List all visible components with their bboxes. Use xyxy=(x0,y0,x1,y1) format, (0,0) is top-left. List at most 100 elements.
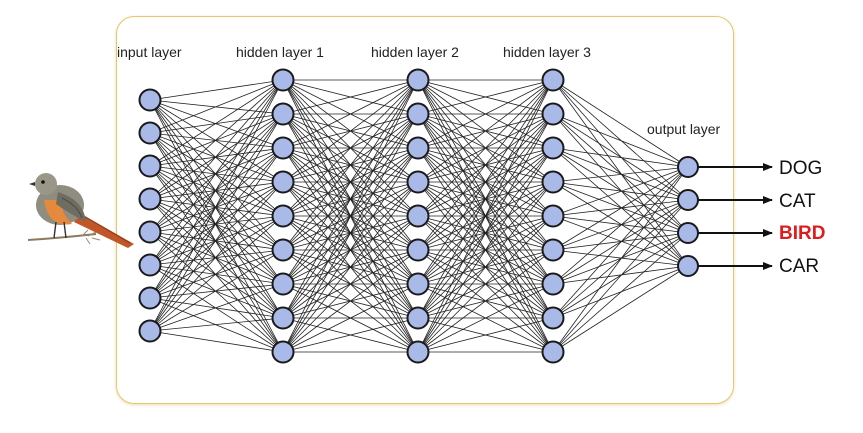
output-layer-label: output layer xyxy=(647,121,721,137)
connection-input-2-hidden1-2 xyxy=(149,147,284,167)
connection-hidden3-5-output-3 xyxy=(552,249,689,267)
connection-input-2-hidden1-3 xyxy=(149,165,284,183)
input-layer-label: input layer xyxy=(117,44,182,60)
connection-input-7-hidden1-5 xyxy=(149,249,284,332)
connection-input-0-hidden1-1 xyxy=(149,99,284,115)
connection-hidden1-8-hidden2-2 xyxy=(282,147,419,353)
connection-input-4-hidden1-0 xyxy=(149,79,284,233)
output-label-cat: CAT xyxy=(779,191,816,212)
output-label-bird: BIRD xyxy=(779,223,826,244)
connection-hidden3-5-output-2 xyxy=(552,232,689,251)
connection-hidden2-8-hidden3-4 xyxy=(417,215,554,353)
output-label-dog: DOG xyxy=(779,158,823,179)
connection-hidden2-8-hidden3-5 xyxy=(417,249,554,353)
connection-input-1-hidden1-0 xyxy=(149,79,284,134)
connection-input-1-hidden1-1 xyxy=(149,113,284,134)
connection-input-5-hidden1-7 xyxy=(149,264,284,319)
bird-illustration xyxy=(27,173,134,248)
input-node-3 xyxy=(138,187,162,211)
connection-input-3-hidden1-5 xyxy=(149,198,284,251)
connection-hidden3-7-output-0 xyxy=(552,166,689,319)
connection-hidden3-0-output-2 xyxy=(552,79,689,234)
connection-input-3-hidden1-3 xyxy=(149,181,284,200)
connection-hidden1-1-hidden2-0 xyxy=(282,79,419,115)
connection-input-3-hidden1-6 xyxy=(149,198,284,285)
connection-hidden1-6-hidden2-0 xyxy=(282,79,419,285)
connection-input-5-hidden1-5 xyxy=(149,249,284,266)
connection-input-7-hidden1-1 xyxy=(149,113,284,332)
connection-input-5-hidden1-0 xyxy=(149,79,284,266)
hidden1-node-5 xyxy=(271,238,295,262)
hidden2-node-2 xyxy=(406,136,430,160)
input-node-1 xyxy=(138,121,162,145)
hidden3-node-5 xyxy=(541,238,565,262)
connection-input-0-hidden1-2 xyxy=(149,99,284,149)
hidden3-node-2 xyxy=(541,136,565,160)
hidden2-node-0 xyxy=(406,68,430,92)
connection-hidden1-2-hidden2-0 xyxy=(282,79,419,149)
connection-hidden3-5-output-0 xyxy=(552,166,689,251)
connection-input-3-hidden1-0 xyxy=(149,79,284,200)
connection-input-2-hidden1-7 xyxy=(149,165,284,319)
hidden1-node-3 xyxy=(271,170,295,194)
connection-input-2-hidden1-6 xyxy=(149,165,284,285)
connection-hidden3-3-output-0 xyxy=(552,166,689,183)
connection-hidden2-4-hidden3-0 xyxy=(417,79,554,217)
connection-input-0-hidden1-5 xyxy=(149,99,284,251)
connection-hidden1-8-hidden2-1 xyxy=(282,113,419,353)
connection-hidden2-8-hidden3-3 xyxy=(417,181,554,353)
output-node-3 xyxy=(677,255,699,277)
connection-hidden1-8-hidden2-7 xyxy=(282,317,419,353)
connection-hidden3-2-output-0 xyxy=(552,147,689,168)
connection-input-2-hidden1-0 xyxy=(149,79,284,167)
connection-input-3-hidden1-4 xyxy=(149,198,284,217)
input-node-0 xyxy=(138,88,162,112)
hidden2-node-3 xyxy=(406,170,430,194)
connection-hidden2-8-hidden3-1 xyxy=(417,113,554,353)
connection-input-5-hidden1-8 xyxy=(149,264,284,353)
connection-hidden3-2-output-2 xyxy=(552,147,689,234)
connection-hidden3-8-output-0 xyxy=(552,166,689,353)
connection-input-6-hidden1-0 xyxy=(149,79,284,299)
connection-input-1-hidden1-3 xyxy=(149,132,284,183)
connection-hidden2-8-hidden3-7 xyxy=(417,317,554,353)
connection-hidden1-4-hidden2-0 xyxy=(282,79,419,217)
hidden3-node-6 xyxy=(541,272,565,296)
connection-input-7-hidden1-6 xyxy=(149,283,284,332)
hidden1-node-2 xyxy=(271,136,295,160)
connection-input-1-hidden1-4 xyxy=(149,132,284,217)
connection-hidden1-8-hidden2-0 xyxy=(282,79,419,353)
connection-hidden1-8-hidden2-4 xyxy=(282,215,419,353)
connection-input-4-hidden1-6 xyxy=(149,231,284,285)
connection-input-7-hidden1-4 xyxy=(149,215,284,332)
connection-hidden3-1-output-2 xyxy=(552,113,689,234)
hidden3-node-3 xyxy=(541,170,565,194)
connection-hidden3-1-output-1 xyxy=(552,113,689,201)
connection-input-0-hidden1-3 xyxy=(149,99,284,183)
hidden2-node-5 xyxy=(406,238,430,262)
connection-hidden3-4-output-2 xyxy=(552,215,689,234)
input-node-7 xyxy=(138,319,162,343)
connection-hidden3-6-output-0 xyxy=(552,166,689,285)
connection-input-7-hidden1-3 xyxy=(149,181,284,332)
connection-input-5-hidden1-6 xyxy=(149,264,284,285)
hidden-layer-3-label: hidden layer 3 xyxy=(503,44,591,60)
hidden1-node-8 xyxy=(271,340,295,364)
connection-input-7-hidden1-2 xyxy=(149,147,284,332)
connection-hidden3-4-output-0 xyxy=(552,166,689,217)
hidden3-node-8 xyxy=(541,340,565,364)
connection-hidden3-8-output-2 xyxy=(552,232,689,353)
connection-input-6-hidden1-8 xyxy=(149,297,284,353)
connection-hidden1-7-hidden2-0 xyxy=(282,79,419,319)
connection-input-0-hidden1-4 xyxy=(149,99,284,217)
connection-input-1-hidden1-2 xyxy=(149,132,284,149)
connection-input-4-hidden1-7 xyxy=(149,231,284,319)
hidden3-node-0 xyxy=(541,68,565,92)
connection-hidden2-8-hidden3-6 xyxy=(417,283,554,353)
input-node-4 xyxy=(138,220,162,244)
connection-input-2-hidden1-4 xyxy=(149,165,284,217)
connection-hidden2-2-hidden3-0 xyxy=(417,79,554,149)
hidden1-node-6 xyxy=(271,272,295,296)
connection-hidden2-8-hidden3-2 xyxy=(417,147,554,353)
connection-hidden1-3-hidden2-0 xyxy=(282,79,419,183)
